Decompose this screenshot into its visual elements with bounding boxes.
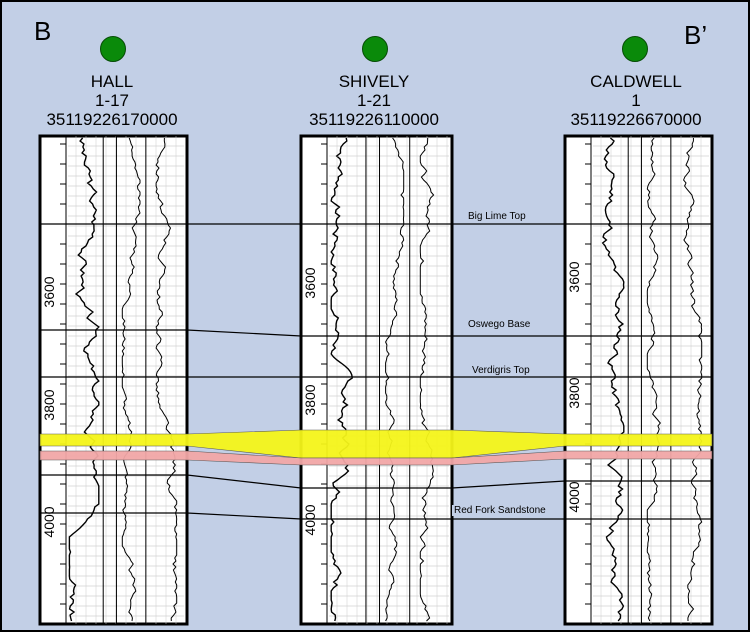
well-symbol-caldwell-icon [622,36,648,62]
well-number: 1-17 [94,91,130,110]
depth-label: 3800 [41,389,57,420]
depth-label: 4000 [302,504,318,535]
depth-label: 4000 [41,506,57,537]
well-api: 35119226670000 [570,110,702,129]
shale-band [39,450,713,466]
well-symbol-hall-icon [100,36,126,62]
correlation-oswego-base [40,329,712,337]
well-header-caldwell: CALDWELL 1 35119226670000 [546,72,726,129]
well-name: HALL [90,72,134,91]
log-curve [121,137,141,622]
log-frame [563,134,714,626]
well-header-shively: SHIVELY 1-21 35119226110000 [284,72,464,129]
log-curve [419,137,435,622]
log-curve [646,137,661,622]
log-curve [683,138,703,622]
top-label-oswego-base: Oswego Base [466,319,533,330]
depth-label: 3600 [566,261,582,292]
section-end-label: B’ [684,20,708,50]
well-symbol-shively-icon [362,36,388,62]
well-api: 35119226110000 [309,110,439,129]
depth-label: 4000 [566,481,582,512]
top-label-red-fork: Red Fork Sandstone [452,505,548,516]
depth-label: 3600 [41,276,57,307]
well-number: 1-21 [356,91,392,110]
correlation-red-fork-upper [40,474,712,489]
log-curve [155,137,178,622]
depth-label: 3800 [302,384,318,415]
well-log-caldwell: 3600 3800 4000 [563,134,714,626]
well-name: CALDWELL [590,72,682,91]
well-log-hall: 3600 3800 4000 [38,134,189,626]
log-curve [385,137,405,622]
log-curve [601,137,625,622]
well-name: SHIVELY [338,72,410,91]
sand-band [39,429,713,459]
depth-label: 3600 [302,267,318,298]
well-log-shively: 3600 3800 4000 [299,134,454,626]
log-frame [38,134,189,626]
section-start-label: B [34,16,52,46]
top-label-verdigris: Verdigris Top [470,365,532,376]
correlation-red-fork [40,512,712,520]
log-curve [330,137,353,622]
log-frame [299,134,454,626]
well-header-hall: HALL 1-17 35119226170000 [22,72,202,129]
well-number: 1 [631,91,641,110]
top-label-big-lime: Big Lime Top [466,211,528,222]
well-api: 35119226170000 [46,110,178,129]
log-curve [68,137,100,622]
depth-label: 3800 [566,377,582,408]
